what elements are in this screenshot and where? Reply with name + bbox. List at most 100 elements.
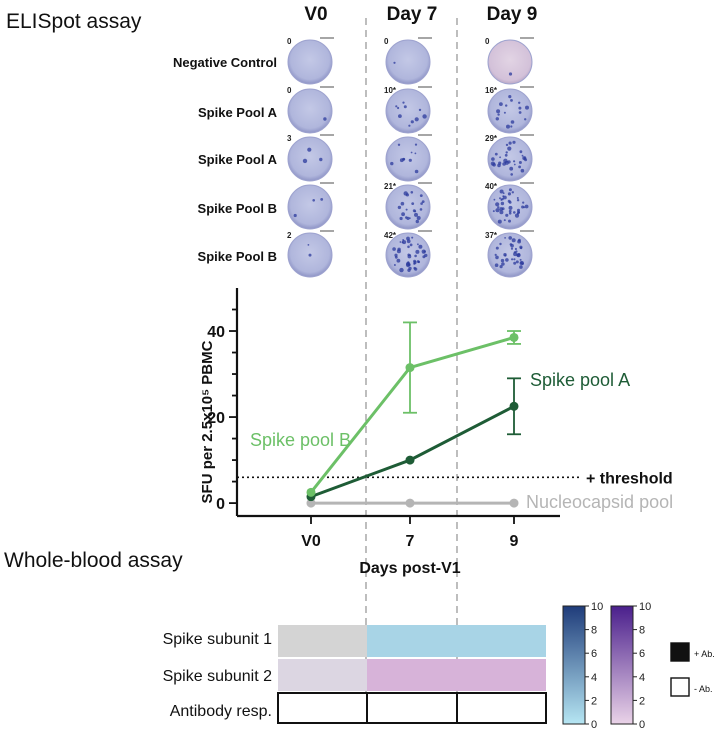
colorbar-tick-label: 10: [639, 601, 651, 613]
heatmap-cell: [457, 625, 546, 657]
elispot-spot: [518, 161, 522, 164]
elispot-spot: [320, 198, 324, 201]
elispot-spot: [492, 210, 495, 213]
series-label-spike-pool-a: Spike pool A: [530, 370, 630, 390]
elispot-spot: [492, 163, 496, 167]
elispot-spot: [411, 202, 415, 206]
elispot-spot: [405, 208, 408, 211]
elispot-spot: [524, 118, 527, 121]
elispot-spot: [513, 211, 516, 214]
elispot-spot: [393, 264, 396, 266]
antibody-cell: [366, 692, 458, 724]
data-point: [509, 332, 519, 342]
well-count: 0: [485, 37, 490, 46]
elispot-spot: [499, 197, 501, 200]
elispot-spot: [510, 125, 513, 128]
heat-label-spike-subunit-2: Spike subunit 2: [162, 668, 272, 685]
elispot-spot: [499, 242, 502, 246]
elispot-spot: [517, 239, 521, 244]
elispot-spot: [499, 207, 504, 211]
data-point: [405, 455, 415, 465]
elispot-spot: [499, 189, 504, 194]
elispot-spot: [393, 61, 396, 64]
elispot-spot: [515, 260, 519, 264]
elispot-spot: [521, 262, 524, 265]
elispot-spot: [508, 212, 512, 215]
y-axis-label: SFU per 2.5x10⁵ PBMC: [199, 340, 216, 503]
colorbar-tick-label: 2: [591, 695, 597, 707]
x-tick-label: 9: [510, 533, 519, 550]
data-point: [509, 401, 519, 411]
elispot-spot: [401, 212, 405, 217]
colorbar-tick-label: 6: [591, 648, 597, 660]
elispot-spot: [495, 255, 499, 260]
legend-swatch-negative: [670, 677, 690, 697]
well-count: 0: [287, 86, 292, 95]
elispot-spot: [505, 258, 509, 262]
elispot-spot: [516, 212, 519, 215]
elispot-spot: [308, 253, 312, 257]
elispot-spot: [501, 262, 505, 266]
elispot-well: [385, 39, 431, 85]
elispot-spot: [507, 160, 511, 164]
elispot-spot: [413, 262, 416, 265]
elispot-spot: [406, 236, 410, 241]
well-count: 2: [287, 231, 292, 240]
elispot-spot: [510, 99, 513, 102]
colorbar-tick-label: 8: [591, 625, 597, 637]
elispot-spot: [519, 245, 523, 249]
elispot-spot: [414, 152, 417, 155]
sfu-line-chart: SFU per 2.5x10⁵ PBMC Days post-V1 02040V…: [199, 288, 673, 577]
well-count: 3: [287, 134, 292, 143]
elispot-spot: [491, 157, 495, 161]
elispot-spot: [319, 157, 323, 162]
elispot-spot: [510, 247, 514, 250]
elispot-spot: [505, 143, 509, 147]
elispot-spot: [408, 124, 411, 127]
elispot-spot: [403, 105, 407, 109]
elispot-spot: [414, 254, 417, 258]
elispot-spot: [411, 236, 414, 239]
well-count: 29*: [485, 134, 498, 143]
elispot-well: [287, 39, 333, 85]
elispot-spot: [323, 117, 327, 121]
elispot-spot: [497, 206, 500, 209]
elispot-spot: [398, 114, 402, 118]
y-tick-label: 40: [207, 324, 225, 341]
elispot-spot: [501, 197, 504, 201]
elispot-spot: [508, 219, 511, 223]
x-tick-label: V0: [301, 533, 321, 550]
elispot-spot: [397, 143, 401, 146]
elispot-spot: [507, 192, 511, 196]
well-count: 0: [287, 37, 292, 46]
elispot-well: [487, 88, 533, 134]
elispot-spot: [416, 216, 421, 220]
elispot-spot: [402, 157, 405, 161]
heat-label-antibody-response: Antibody resp.: [169, 703, 272, 720]
elispot-spot: [503, 219, 506, 222]
series-label-spike-pool-b: Spike pool B: [250, 430, 351, 450]
col-header-day9: Day 9: [486, 4, 538, 25]
elispot-spot: [414, 143, 418, 146]
elispot-spot: [307, 147, 312, 152]
elispot-spot: [410, 151, 413, 154]
elispot-well: [385, 136, 431, 182]
elispot-spot: [514, 247, 518, 251]
heatmap-cell: [457, 659, 546, 691]
well-count: 0: [384, 37, 389, 46]
elispot-spot: [409, 243, 413, 247]
elispot-spot: [516, 253, 521, 258]
elispot-spot: [510, 258, 514, 261]
elispot-spot: [502, 162, 506, 166]
elispot-spot: [312, 199, 316, 202]
elispot-spot: [418, 244, 423, 249]
elispot-spot: [511, 238, 516, 243]
elispot-spot: [513, 258, 516, 261]
elispot-spot: [510, 120, 515, 124]
elispot-spot: [417, 261, 420, 263]
data-point: [405, 363, 415, 373]
series-line: [309, 336, 515, 494]
elispot-spot: [495, 246, 499, 250]
elispot-spot: [508, 72, 513, 76]
elispot-spot: [390, 161, 394, 166]
